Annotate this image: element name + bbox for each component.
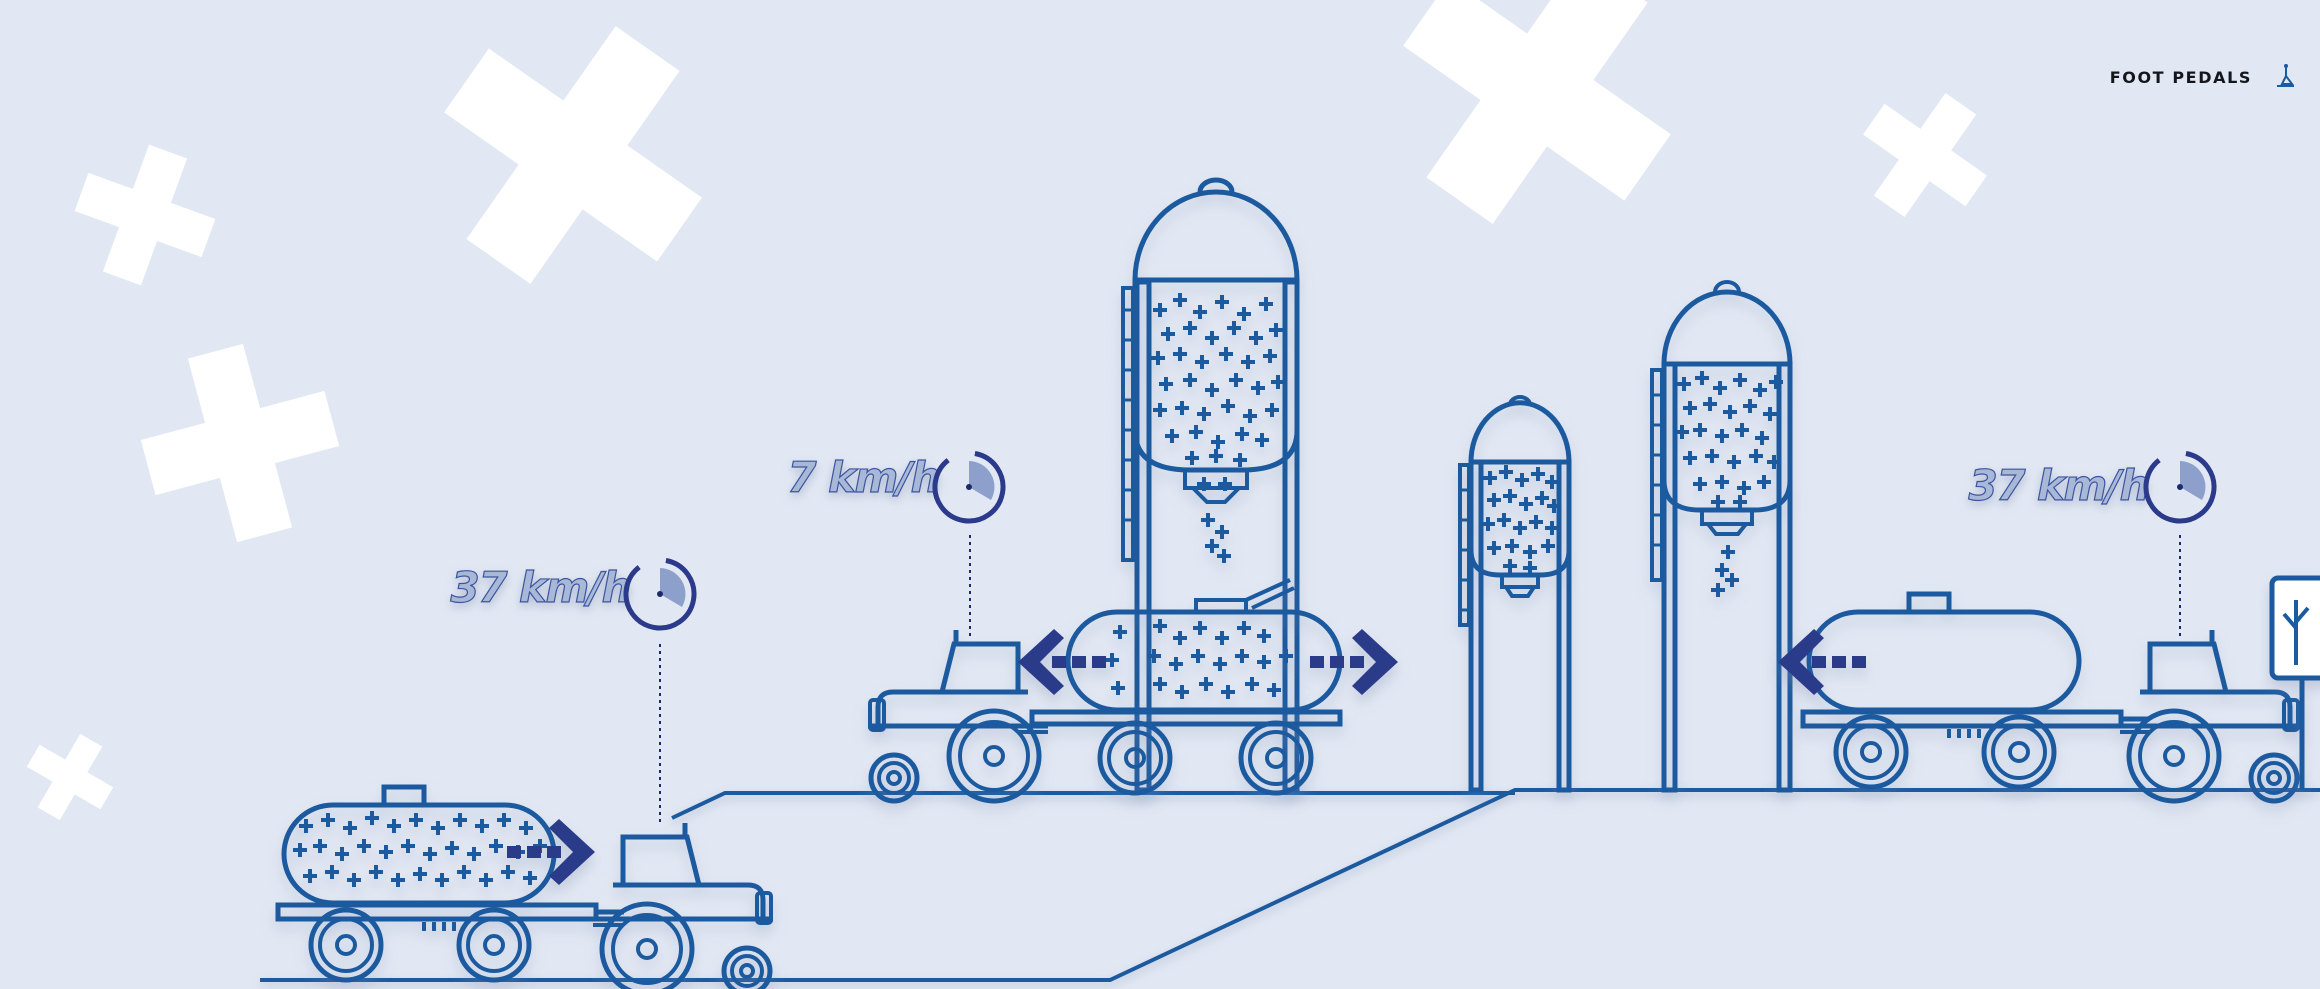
foot-pedals-link[interactable]: FOOT PEDALS [2110, 62, 2296, 93]
tractor-icon [868, 630, 1048, 801]
speed-gauge-icon [930, 448, 1009, 527]
tanker-trailer-icon [1803, 594, 2149, 787]
tanker-trailer-icon [1029, 578, 1343, 796]
tree-sign-icon [2269, 575, 2320, 790]
foot-pedal-icon [2274, 62, 2296, 93]
silo-icon [1650, 280, 1793, 793]
tractor-icon [593, 823, 773, 989]
vehicle-right [1778, 594, 2300, 801]
foot-pedals-label: FOOT PEDALS [2109, 68, 2252, 87]
cross-decor-icon [11, 0, 2013, 836]
speed-readout: 7 km/h [787, 448, 1008, 640]
silo-icon [1121, 177, 1300, 793]
ground [260, 788, 2320, 982]
speed-label: 37 km/h [1968, 461, 2148, 510]
speed-label: 7 km/h [787, 453, 939, 502]
silo-icon [1458, 395, 1572, 793]
speed-readout: 37 km/h [450, 555, 699, 825]
speed-gauge-icon [2141, 448, 2220, 527]
speed-readout: 37 km/h [1968, 448, 2219, 640]
speed-gauge-icon [621, 555, 700, 634]
arrow-left-icon [1018, 629, 1106, 695]
vehicle-center [868, 578, 1398, 801]
vehicle-bottom-left [278, 787, 773, 989]
arrow-right-icon [1310, 629, 1398, 695]
speed-label: 37 km/h [450, 563, 630, 612]
